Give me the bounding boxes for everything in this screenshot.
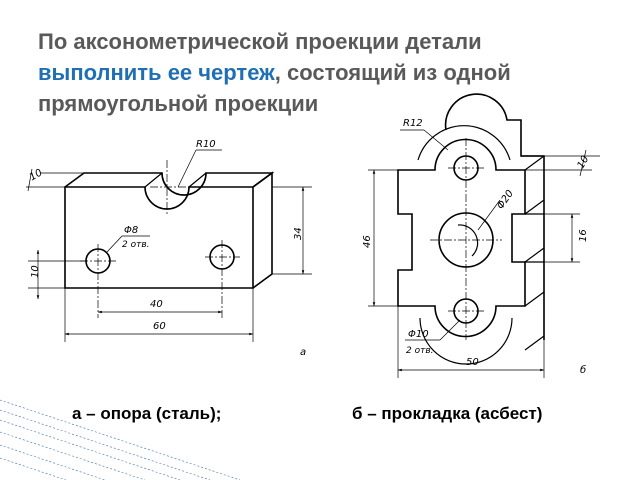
dim-a-hole-d: Φ8 <box>124 225 138 236</box>
dim-b-thickness: 10 <box>576 154 592 171</box>
corner-decoration <box>0 399 241 480</box>
title-line-3: прямоугольной проекции <box>38 91 319 116</box>
dim-b-r12: R12 <box>403 118 423 129</box>
drawing-b-gasket <box>368 93 600 378</box>
slide-title: По аксонометрической проекции детали вып… <box>38 26 618 119</box>
dim-b-slot: 16 <box>578 229 589 242</box>
dim-a-holes-count: 2 отв. <box>122 240 150 250</box>
title-line-2-rest: , состоящий из одной <box>274 60 511 85</box>
dim-b-height: 46 <box>362 235 373 248</box>
drawing-a-support <box>26 149 312 342</box>
drawing-b-letter: б <box>580 364 586 376</box>
caption-gasket: б – прокладка (асбест) <box>352 404 543 423</box>
dim-a-depth: 10 <box>28 167 45 183</box>
dim-a-height: 34 <box>293 227 304 240</box>
support-side-face <box>252 171 273 289</box>
caption-support: а – опора (сталь); <box>72 404 222 423</box>
dim-b-hole-d: Φ10 <box>408 329 429 340</box>
dim-a-spacing: 40 <box>150 299 163 310</box>
title-line-1: По аксонометрической проекции детали <box>38 29 482 54</box>
dim-a-length: 60 <box>153 321 166 332</box>
dim-a-hole-height: 10 <box>30 265 41 278</box>
drawing-a-letter: а <box>300 347 306 358</box>
dim-b-width: 50 <box>466 357 479 368</box>
gasket-back-outline <box>444 93 545 340</box>
dim-b-holes-count: 2 отв. <box>406 346 434 356</box>
title-highlight: выполнить ее чертеж <box>38 60 275 85</box>
gasket-front-face <box>397 138 526 338</box>
dim-a-r10: R10 <box>196 139 216 150</box>
